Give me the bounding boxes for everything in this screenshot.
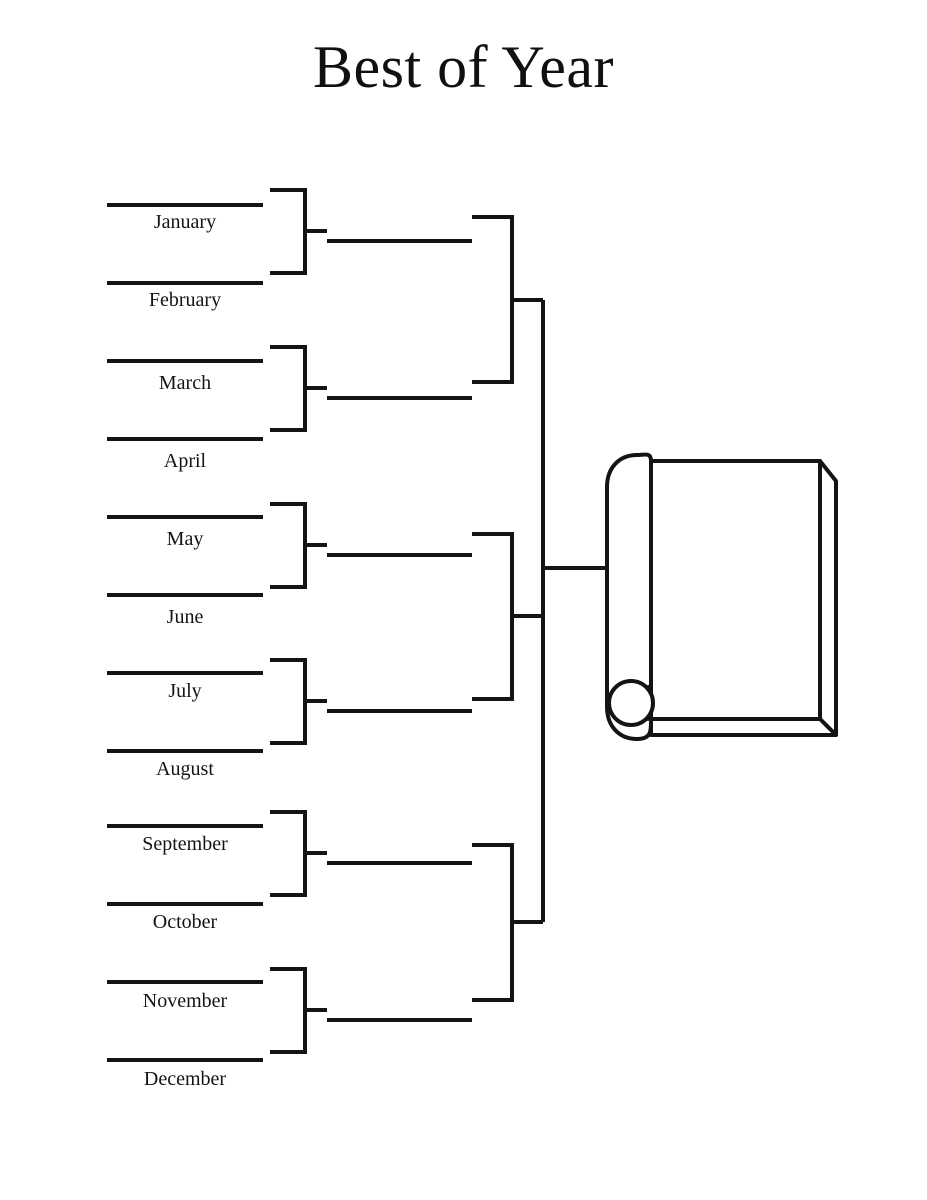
book-icon — [605, 452, 838, 741]
entry-label-august[interactable]: August — [156, 758, 214, 780]
page-title: Best of Year — [313, 34, 614, 100]
round2-bracket-1 — [472, 215, 514, 384]
book-spine-roll — [607, 679, 655, 727]
round1-bracket-6 — [270, 967, 307, 1054]
entry-label-february[interactable]: February — [148, 289, 222, 311]
entry-label-july[interactable]: July — [168, 680, 202, 702]
book-bottom-edge — [649, 717, 838, 737]
book-front-cover — [649, 459, 822, 721]
round1-bracket-5 — [270, 810, 307, 897]
round2-bracket-2 — [472, 532, 514, 701]
entry-label-march[interactable]: March — [158, 372, 212, 394]
round1-bracket-1 — [270, 188, 307, 275]
round2-bracket-3 — [472, 843, 514, 1002]
entry-label-june[interactable]: June — [166, 606, 204, 628]
entry-label-november[interactable]: November — [142, 990, 228, 1012]
entry-slot-lines — [107, 203, 263, 1062]
entry-label-may[interactable]: May — [166, 528, 204, 550]
round1-bracket-3 — [270, 502, 307, 589]
round1-bracket-2 — [270, 345, 307, 432]
entry-label-january[interactable]: January — [153, 211, 217, 233]
round1-bracket-4 — [270, 658, 307, 745]
entry-label-april[interactable]: April — [163, 450, 207, 472]
entry-label-september[interactable]: September — [142, 833, 228, 855]
entry-label-december[interactable]: December — [143, 1068, 227, 1090]
round1-connectors — [270, 188, 472, 1054]
book-page-block — [818, 459, 838, 737]
entry-label-october[interactable]: October — [152, 911, 218, 933]
round2-connectors — [472, 215, 543, 1002]
